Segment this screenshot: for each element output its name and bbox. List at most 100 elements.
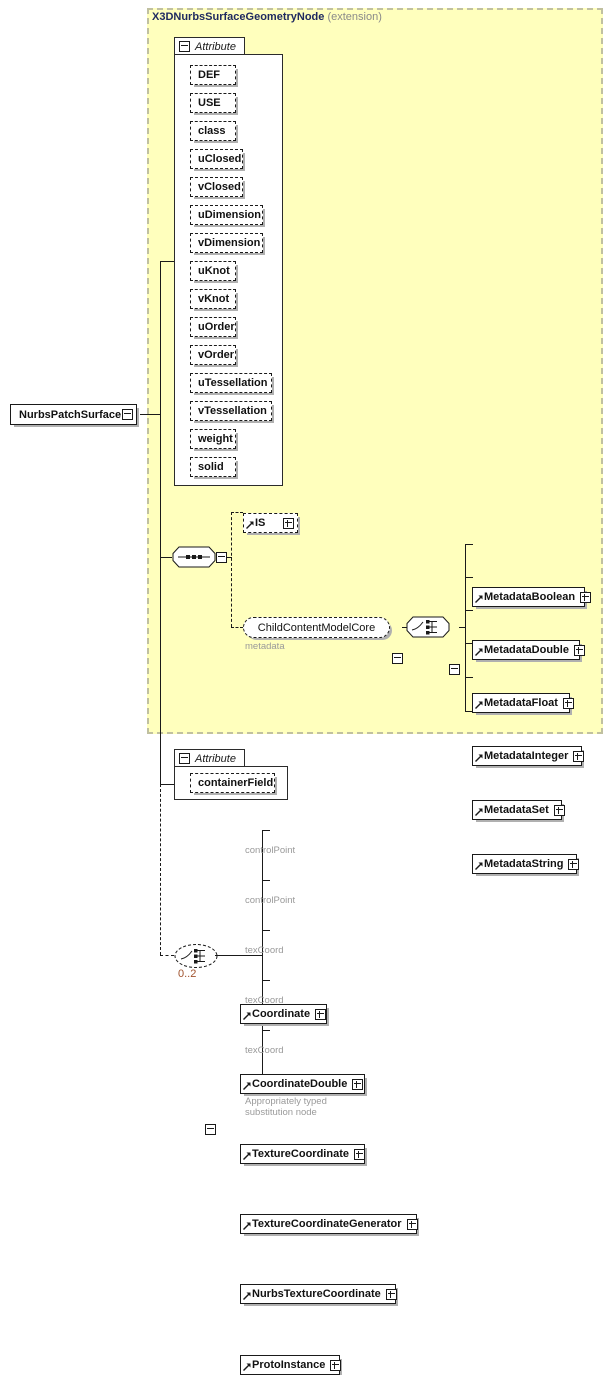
element-label: ProtoInstance xyxy=(252,1359,326,1371)
connector xyxy=(215,955,263,956)
element-reference-arrow-icon xyxy=(243,1292,251,1300)
element-IS[interactable]: IS xyxy=(243,513,298,533)
plus-square-icon[interactable] xyxy=(573,644,585,656)
choice-compositor-optional-icon[interactable] xyxy=(173,943,219,969)
element-reference-arrow-icon xyxy=(475,595,483,603)
attribute-uOrder[interactable]: uOrder xyxy=(190,317,236,337)
attribute-uTessellation[interactable]: uTessellation xyxy=(190,373,272,393)
minus-square-icon[interactable] xyxy=(449,664,460,675)
plus-square-icon[interactable] xyxy=(573,750,585,762)
plus-square-icon[interactable] xyxy=(562,697,574,709)
plus-square-icon[interactable] xyxy=(406,1218,418,1230)
plus-square-icon[interactable] xyxy=(553,804,565,816)
element-CoordinateDouble[interactable]: CoordinateDouble xyxy=(240,1074,365,1094)
element-caption: Appropriately typed substitution node xyxy=(245,1096,327,1118)
attribute-label: containerField xyxy=(198,777,274,789)
connector xyxy=(402,627,407,628)
attribute-group-label: Attribute xyxy=(195,752,236,765)
attribute-label: uDimension xyxy=(198,209,261,221)
connector xyxy=(459,627,466,628)
connector xyxy=(262,1030,270,1031)
element-reference-arrow-icon xyxy=(243,1152,251,1160)
attribute-solid[interactable]: solid xyxy=(190,457,236,477)
element-MetadataBoolean[interactable]: MetadataBoolean xyxy=(472,587,592,607)
plus-square-icon[interactable] xyxy=(580,591,592,603)
attribute-label: uKnot xyxy=(198,265,230,277)
element-label: CoordinateDouble xyxy=(252,1078,348,1090)
plus-square-icon[interactable] xyxy=(568,858,580,870)
extension-type-name: X3DNurbsSurfaceGeometryNode xyxy=(152,11,325,23)
group-reference-caption: metadata xyxy=(245,641,285,652)
attribute-vClosed[interactable]: vClosed xyxy=(190,177,243,197)
minus-square-icon[interactable] xyxy=(179,41,190,52)
connector-optional xyxy=(160,955,174,956)
connector-optional xyxy=(231,627,243,628)
plus-square-icon[interactable] xyxy=(352,1078,364,1090)
element-Coordinate[interactable]: Coordinate xyxy=(240,1004,327,1024)
connector xyxy=(262,880,270,881)
attribute-vKnot[interactable]: vKnot xyxy=(190,289,236,309)
attribute-uKnot[interactable]: uKnot xyxy=(190,261,236,281)
connector xyxy=(465,711,473,712)
element-NurbsTextureCoordinate[interactable]: NurbsTextureCoordinate xyxy=(240,1284,397,1304)
plus-square-icon[interactable] xyxy=(385,1288,397,1300)
root-element-NurbsPatchSurface[interactable]: NurbsPatchSurface xyxy=(10,404,137,425)
attribute-vOrder[interactable]: vOrder xyxy=(190,345,236,365)
element-reference-arrow-icon xyxy=(475,648,483,656)
attribute-vTessellation[interactable]: vTessellation xyxy=(190,401,272,421)
element-label: TextureCoordinate xyxy=(252,1148,349,1160)
group-reference-ChildContentModelCore[interactable]: ChildContentModelCore xyxy=(243,617,390,638)
element-reference-arrow-icon xyxy=(475,808,483,816)
connector xyxy=(465,610,473,611)
attribute-label: weight xyxy=(198,433,233,445)
plus-square-icon[interactable] xyxy=(315,1008,327,1020)
attribute-label: vClosed xyxy=(198,181,241,193)
plus-square-icon[interactable] xyxy=(353,1148,365,1160)
plus-square-icon[interactable] xyxy=(330,1359,342,1371)
element-label: Coordinate xyxy=(252,1008,311,1020)
element-ProtoInstance[interactable]: ProtoInstance xyxy=(240,1355,342,1375)
element-MetadataSet[interactable]: MetadataSet xyxy=(472,800,565,820)
connector xyxy=(160,261,161,415)
attribute-label: vKnot xyxy=(198,293,230,305)
choice-compositor-icon[interactable] xyxy=(406,616,450,638)
attribute-DEF[interactable]: DEF xyxy=(190,65,236,85)
attribute-label: vOrder xyxy=(198,349,235,361)
plus-square-icon[interactable] xyxy=(283,517,294,529)
minus-square-icon[interactable] xyxy=(205,1124,216,1135)
minus-square-icon[interactable] xyxy=(392,653,403,664)
connector xyxy=(160,784,174,785)
minus-square-icon[interactable] xyxy=(179,753,190,764)
element-reference-arrow-icon xyxy=(475,754,483,762)
element-MetadataInteger[interactable]: MetadataInteger xyxy=(472,746,585,766)
connector xyxy=(262,830,270,831)
element-TextureCoordinateGenerator[interactable]: TextureCoordinateGenerator xyxy=(240,1214,418,1234)
sequence-compositor-icon[interactable] xyxy=(172,546,216,568)
attribute-class[interactable]: class xyxy=(190,121,236,141)
attribute-USE[interactable]: USE xyxy=(190,93,236,113)
attribute-vDimension[interactable]: vDimension xyxy=(190,233,263,253)
element-TextureCoordinate[interactable]: TextureCoordinate xyxy=(240,1144,365,1164)
attribute-weight[interactable]: weight xyxy=(190,429,236,449)
occurrence-indicator: 0..2 xyxy=(178,968,197,980)
connector xyxy=(465,577,473,578)
attribute-label: vDimension xyxy=(198,237,261,249)
element-label: MetadataInteger xyxy=(484,750,569,762)
element-label: MetadataSet xyxy=(484,804,549,816)
element-MetadataString[interactable]: MetadataString xyxy=(472,854,580,874)
element-MetadataFloat[interactable]: MetadataFloat xyxy=(472,693,574,713)
connector xyxy=(160,414,161,558)
attribute-containerField[interactable]: containerField xyxy=(190,773,275,793)
attribute-uDimension[interactable]: uDimension xyxy=(190,205,263,225)
connector-optional xyxy=(160,784,161,955)
attribute-group-header-2[interactable]: Attribute xyxy=(174,749,245,767)
element-caption: texCoord xyxy=(245,995,284,1006)
attribute-group-label: Attribute xyxy=(195,40,236,53)
attribute-group-header[interactable]: Attribute xyxy=(174,37,245,55)
minus-square-icon[interactable] xyxy=(122,409,133,420)
attribute-label: uTessellation xyxy=(198,377,268,389)
attribute-label: class xyxy=(198,125,226,137)
element-label: MetadataBoolean xyxy=(484,591,576,603)
element-MetadataDouble[interactable]: MetadataDouble xyxy=(472,640,585,660)
attribute-uClosed[interactable]: uClosed xyxy=(190,149,243,169)
